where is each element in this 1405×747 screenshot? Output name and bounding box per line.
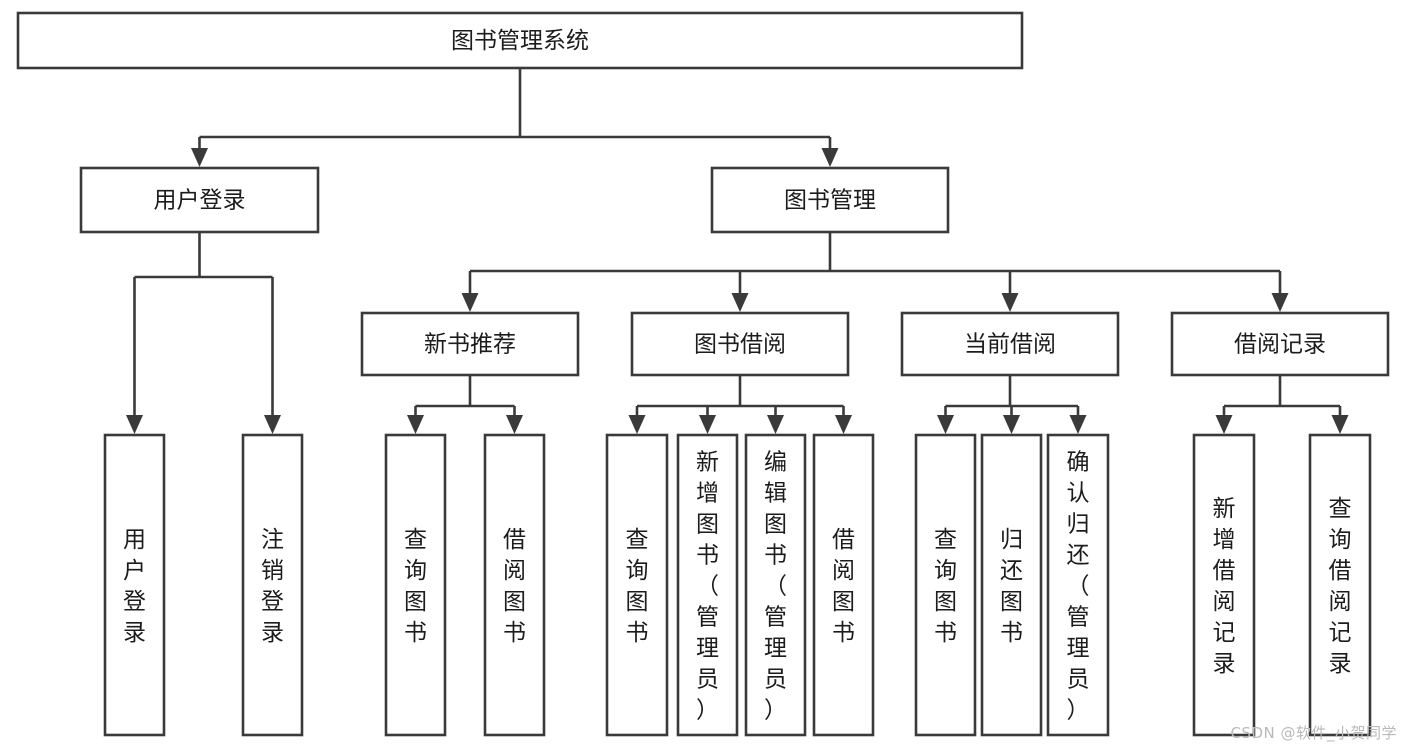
node-label: 查询图书	[404, 527, 427, 646]
node-root[interactable]: 图书管理系统	[16, 11, 1024, 70]
connector-layer	[126, 68, 1349, 434]
edge-group-current_borrow	[937, 375, 1087, 434]
node-leaf-borrow-add[interactable]: 新增图书（管理员）	[676, 433, 739, 737]
node-label: 借阅图书	[832, 527, 855, 646]
node-leaf-rec-add[interactable]: 新增借阅记录	[1192, 433, 1256, 737]
node-box	[630, 311, 850, 377]
node-label: 编辑图书（管理员）	[764, 450, 787, 724]
node-box	[103, 433, 166, 737]
node-leaf-borrow-edit[interactable]: 编辑图书（管理员）	[744, 433, 807, 737]
node-user-login[interactable]: 用户登录	[79, 166, 320, 234]
node-label: 借阅图书	[503, 527, 526, 646]
node-label: 用户登录	[154, 188, 246, 214]
node-label: 新增借阅记录	[1213, 496, 1236, 677]
node-box	[79, 166, 320, 234]
node-label: 新增图书（管理员）	[696, 450, 719, 724]
node-label: 用户登录	[123, 527, 146, 646]
node-label: 归还图书	[1000, 527, 1023, 646]
node-leaf-rec-borrow[interactable]: 借阅图书	[483, 433, 546, 737]
node-box	[1308, 433, 1372, 737]
node-current-borrow[interactable]: 当前借阅	[900, 311, 1120, 377]
edge-group-borrow_record	[1215, 375, 1349, 434]
node-box	[360, 311, 580, 377]
node-leaf-borrow-query[interactable]: 查询图书	[605, 433, 669, 737]
node-box	[676, 433, 739, 737]
edge-group-book_borrow	[628, 375, 852, 434]
node-layer: 图书管理系统用户登录图书管理新书推荐图书借阅当前借阅借阅记录用户登录注销登录查询…	[16, 11, 1390, 737]
node-box	[744, 433, 807, 737]
node-leaf-user-login[interactable]: 用户登录	[103, 433, 166, 737]
node-leaf-cur-query[interactable]: 查询图书	[914, 433, 977, 737]
node-book-borrow[interactable]: 图书借阅	[630, 311, 850, 377]
node-box	[483, 433, 546, 737]
node-leaf-rec-query[interactable]: 查询图书	[384, 433, 447, 737]
node-label: 确认归还（管理员）	[1067, 450, 1090, 724]
node-leaf-rec-search[interactable]: 查询借阅记录	[1308, 433, 1372, 737]
node-box	[710, 166, 950, 234]
node-label: 查询图书	[626, 527, 649, 646]
node-leaf-cur-return[interactable]: 归还图书	[980, 433, 1043, 737]
node-box	[1170, 311, 1390, 377]
node-label: 注销登录	[261, 527, 284, 646]
node-box	[605, 433, 669, 737]
node-box	[241, 433, 304, 737]
node-borrow-record[interactable]: 借阅记录	[1170, 311, 1390, 377]
node-label: 查询借阅记录	[1329, 496, 1352, 677]
node-label: 图书管理	[784, 188, 876, 214]
node-leaf-cur-confirm[interactable]: 确认归还（管理员）	[1046, 433, 1110, 737]
node-box	[1192, 433, 1256, 737]
node-leaf-user-logout[interactable]: 注销登录	[241, 433, 304, 737]
node-box	[980, 433, 1043, 737]
node-box	[914, 433, 977, 737]
node-new-book-rec[interactable]: 新书推荐	[360, 311, 580, 377]
node-label: 当前借阅	[964, 332, 1056, 358]
node-box	[900, 311, 1120, 377]
edge-group-new_book_rec	[407, 375, 523, 434]
node-label: 借阅记录	[1234, 332, 1326, 358]
node-leaf-borrow-do[interactable]: 借阅图书	[812, 433, 875, 737]
node-label: 查询图书	[934, 527, 957, 646]
node-book-manage[interactable]: 图书管理	[710, 166, 950, 234]
node-box	[384, 433, 447, 737]
node-box	[812, 433, 875, 737]
node-label: 图书借阅	[694, 332, 786, 358]
edge-group-root	[191, 68, 839, 167]
node-box	[1046, 433, 1110, 737]
node-label: 新书推荐	[424, 332, 516, 358]
edge-group-user_login	[126, 232, 281, 434]
node-box	[16, 11, 1024, 70]
node-label: 图书管理系统	[451, 28, 589, 54]
edge-group-book_manage	[461, 232, 1289, 312]
